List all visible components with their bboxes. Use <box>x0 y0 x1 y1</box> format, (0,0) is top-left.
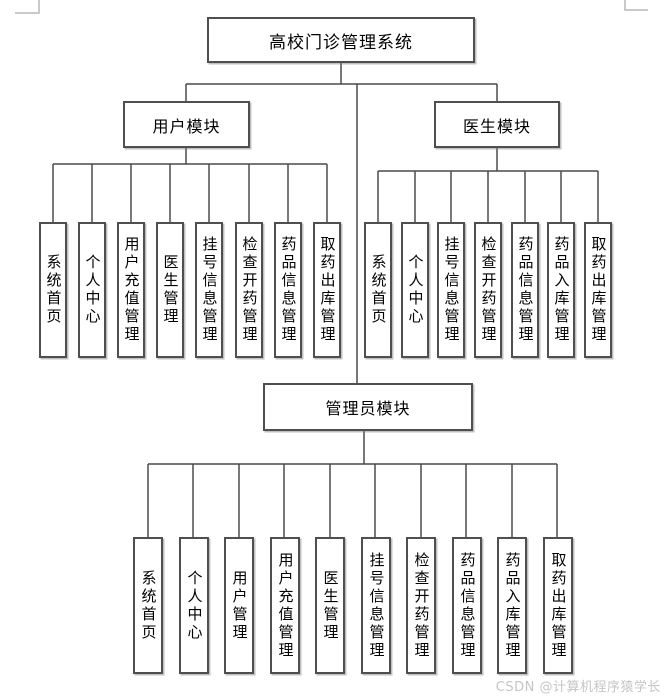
node-doctor-child-prescription: 检查开药管理 <box>474 222 502 358</box>
page-margin-mark-top-right-icon <box>624 0 648 11</box>
node-user-child-drug-info: 药品信息管理 <box>274 222 302 358</box>
node-user-child-doctor-mgmt: 医生管理 <box>156 222 184 358</box>
node-user-child-profile: 个人中心 <box>78 222 106 358</box>
node-doctor-child-drug-info: 药品信息管理 <box>511 222 539 358</box>
node-user-child-registration: 挂号信息管理 <box>195 222 223 358</box>
node-admin-child-doctor-mgmt: 医生管理 <box>315 537 345 674</box>
node-doctor-child-profile: 个人中心 <box>401 222 429 358</box>
node-admin-child-user-mgmt: 用户管理 <box>224 537 254 674</box>
node-doctor-child-registration: 挂号信息管理 <box>437 222 465 358</box>
node-doctor-module: 医生模块 <box>434 101 560 148</box>
node-user-module: 用户模块 <box>123 101 250 148</box>
tree-connectors <box>52 63 599 537</box>
node-admin-child-drug-outbound: 取药出库管理 <box>543 537 573 674</box>
node-root: 高校门诊管理系统 <box>207 17 475 63</box>
node-admin-child-profile: 个人中心 <box>179 537 209 674</box>
node-admin-child-home: 系统首页 <box>133 537 163 674</box>
node-doctor-child-drug-inbound: 药品入库管理 <box>547 222 575 358</box>
node-doctor-child-drug-outbound: 取药出库管理 <box>584 222 612 358</box>
node-admin-child-drug-info: 药品信息管理 <box>452 537 482 674</box>
node-admin-child-registration: 挂号信息管理 <box>361 537 391 674</box>
node-user-child-drug-outbound: 取药出库管理 <box>313 222 341 358</box>
node-admin-child-drug-inbound: 药品入库管理 <box>497 537 527 674</box>
node-admin-child-recharge: 用户充值管理 <box>270 537 300 674</box>
node-user-child-home: 系统首页 <box>39 222 67 358</box>
node-doctor-child-home: 系统首页 <box>364 222 392 358</box>
node-user-child-prescription: 检查开药管理 <box>235 222 263 358</box>
page-margin-mark-top-left-icon <box>15 0 40 14</box>
csdn-watermark: CSDN @计算机程序猿学长 <box>495 680 661 695</box>
node-admin-module: 管理员模块 <box>263 383 473 431</box>
node-user-child-recharge: 用户充值管理 <box>117 222 145 358</box>
node-admin-child-prescription: 检查开药管理 <box>406 537 436 674</box>
